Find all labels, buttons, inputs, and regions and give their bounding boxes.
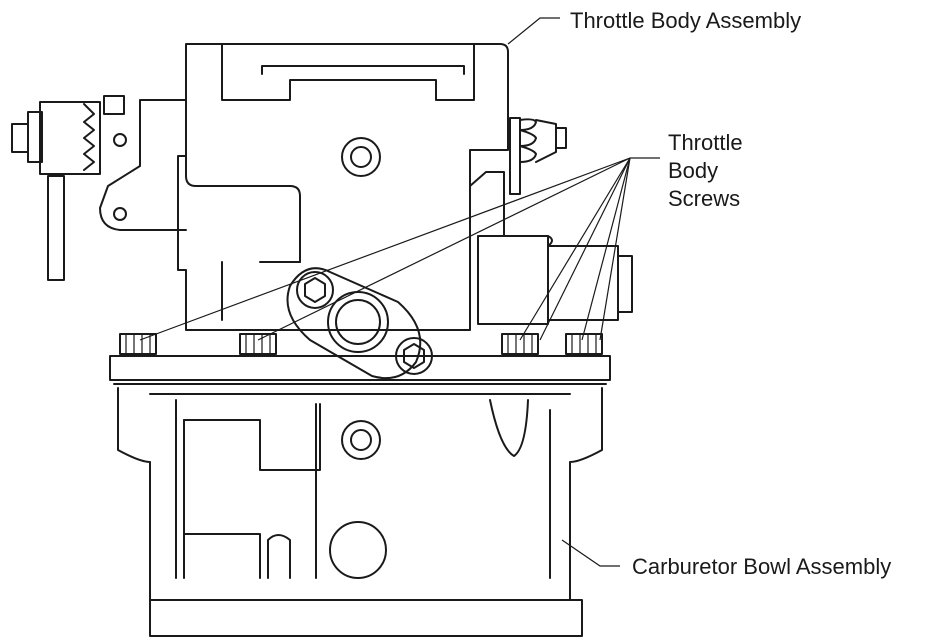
carburetor-bowl — [117, 387, 603, 637]
throttle-body-screws-label-line3: Screws — [668, 186, 740, 211]
screw-2 — [239, 333, 277, 355]
leader-lines — [139, 17, 660, 567]
carburetor-bowl-assembly-label: Carburetor Bowl Assembly — [632, 554, 891, 579]
screw-4 — [565, 333, 603, 355]
throttle-body-screws-label-line2: Body — [668, 158, 718, 183]
solenoid — [469, 171, 633, 325]
throttle-body-housing — [177, 43, 509, 331]
screw-1 — [119, 333, 157, 355]
throttle-lever — [11, 95, 187, 281]
throttle-body-screws-label-line1: Throttle — [668, 130, 743, 155]
right-spring — [509, 117, 567, 195]
throttle-flange — [286, 267, 433, 380]
throttle-body-assembly-label: Throttle Body Assembly — [570, 8, 801, 33]
screw-3 — [501, 333, 539, 355]
gasket — [109, 355, 611, 385]
